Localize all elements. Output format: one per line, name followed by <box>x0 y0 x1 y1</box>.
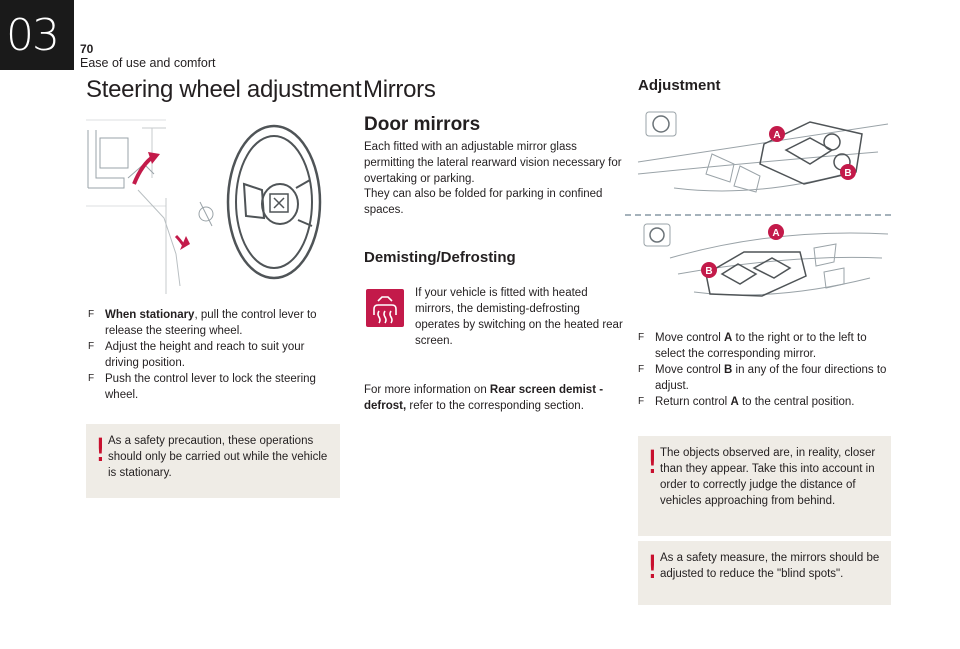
adjustment-title: Adjustment <box>638 77 721 94</box>
mirror-warning-box-1: ! The objects observed are, in reality, … <box>638 436 891 536</box>
more-info-text: For more information on Rear screen demi… <box>364 384 604 412</box>
chapter-number: 03 <box>6 10 60 61</box>
warning-icon: ! <box>94 431 107 469</box>
bullet-icon: F <box>88 341 95 352</box>
bullet-icon: F <box>88 309 95 320</box>
bullet-icon: F <box>88 373 95 384</box>
label-b: B <box>844 168 851 179</box>
page-number: 70 <box>80 42 94 56</box>
mirror-warning-text-2: As a safety measure, the mirrors should … <box>660 552 880 580</box>
label-a: A <box>773 130 780 141</box>
warning-icon: ! <box>646 443 659 481</box>
steering-warning-box: ! As a safety precaution, these operatio… <box>86 424 340 498</box>
steering-wheel-illustration <box>86 119 322 294</box>
mirror-warning-box-2: ! As a safety measure, the mirrors shoul… <box>638 541 891 605</box>
bullet-icon: F <box>638 332 645 343</box>
door-mirrors-text-1: Each fitted with an adjustable mirror gl… <box>364 141 622 185</box>
steering-warning-text: As a safety precaution, these operations… <box>108 435 328 479</box>
demisting-title: Demisting/Defrosting <box>364 249 516 266</box>
mirror-control-illustration-top: A B <box>637 111 889 193</box>
door-mirrors-title: Door mirrors <box>364 114 481 135</box>
warning-icon: ! <box>646 548 659 586</box>
label-a: A <box>772 228 779 239</box>
chapter-tab: 03 <box>0 0 74 70</box>
mirror-warning-text-1: The objects observed are, in reality, cl… <box>660 447 876 507</box>
label-b: B <box>705 266 712 277</box>
demisting-text: If your vehicle is fitted with heated mi… <box>415 287 623 347</box>
steering-title: Steering wheel adjustment <box>86 76 362 103</box>
rear-demist-icon <box>366 289 404 327</box>
divider <box>625 214 891 216</box>
bullet-icon: F <box>638 396 645 407</box>
bullet-icon: F <box>638 364 645 375</box>
section-title: Ease of use and comfort <box>80 56 216 70</box>
mirrors-title: Mirrors <box>363 76 436 103</box>
mirror-control-illustration-bottom: A B <box>643 223 889 297</box>
door-mirrors-text-2: They can also be folded for parking in c… <box>364 188 603 216</box>
